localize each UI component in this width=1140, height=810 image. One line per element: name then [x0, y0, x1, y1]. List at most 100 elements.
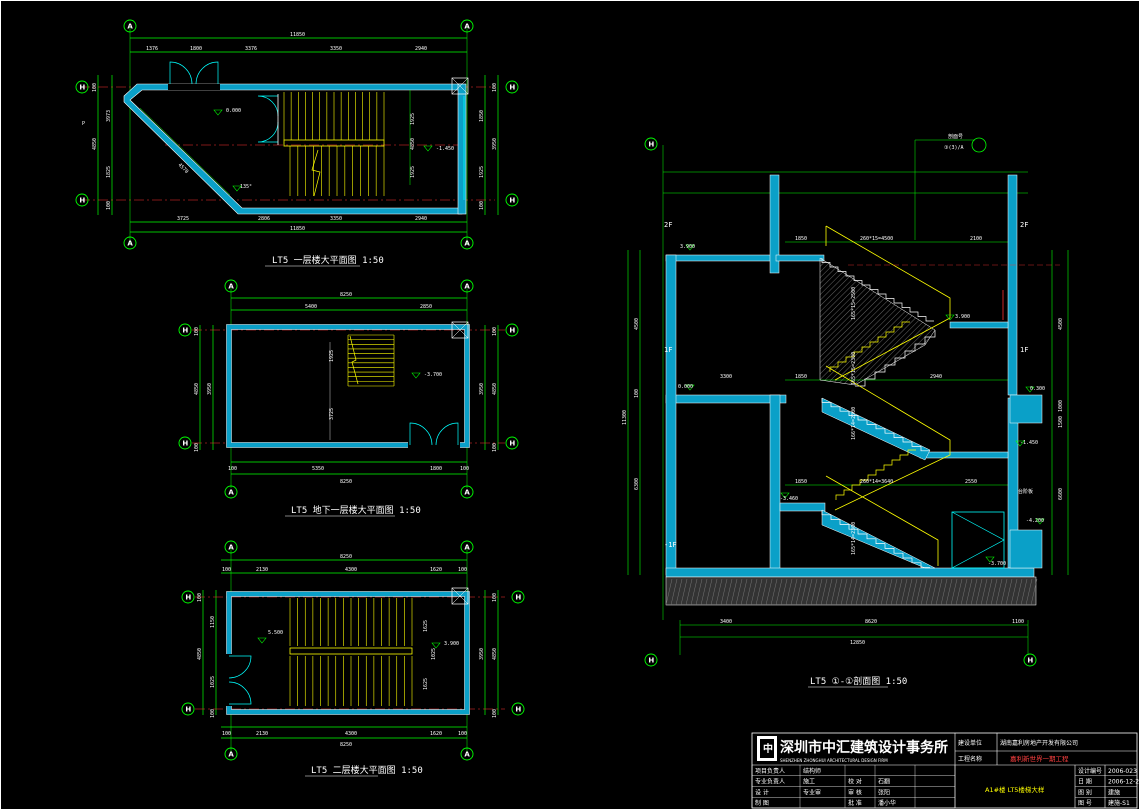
plan1-dim-right-3: 3950	[492, 138, 498, 150]
hatch-line	[925, 578, 933, 606]
tb-cell: 结构师	[803, 767, 821, 775]
plan1-dim-bottom-1: 3725	[177, 216, 189, 222]
axis-bubble	[460, 540, 474, 554]
plan-second-floor: 8250 100 2130 4300 1620 100 100 2130 430…	[195, 548, 505, 777]
hatch-line	[680, 578, 688, 606]
section-level-3: 0.300	[1030, 386, 1045, 392]
tb-cell: 批 准	[848, 799, 862, 807]
axis-bubble-label: A	[228, 283, 234, 291]
hatch-line	[730, 578, 738, 606]
section-level-2: 0.000	[678, 384, 693, 390]
plan3-dim-total-bottom: 8250	[340, 742, 352, 748]
axis-bubble	[460, 485, 474, 499]
hatch-line	[920, 578, 928, 606]
hatch-line	[795, 578, 803, 606]
hatch-line	[825, 578, 833, 606]
section-level-6: -4.200	[1026, 518, 1044, 524]
tb-cell: 校 对	[848, 778, 862, 786]
plan1-dim-bottom-3: 3350	[330, 216, 342, 222]
section-dim-left-1: 4500	[634, 318, 640, 330]
axis-bubble-label: A	[464, 283, 470, 291]
section-dim-left-2: 100	[634, 389, 640, 398]
axis-bubble-label: A	[464, 23, 470, 31]
tb-project-label: 工程名称	[958, 755, 982, 763]
hatch-line	[940, 578, 948, 606]
hatch-line	[870, 578, 878, 606]
section-flight	[821, 258, 934, 322]
section-dim-bottom-2: 8620	[865, 619, 877, 625]
axis-bubble-label: A	[228, 489, 234, 497]
hatch-line	[1020, 578, 1028, 606]
axis-bubble	[1023, 653, 1037, 667]
plan1-stair-dim-3: 1925	[410, 166, 416, 178]
axis-bubble	[224, 279, 238, 293]
hatch-line	[785, 578, 793, 606]
axis-bubble	[460, 19, 474, 33]
plan1-dims-left: 100 3973 4850 1825 100	[92, 83, 112, 210]
hatch-line	[935, 578, 943, 606]
section-levels: 3.900 3.900 0.000 0.300 -1.450 -3.460 -4…	[622, 133, 1064, 646]
plan1-level-1: -1.450	[436, 146, 454, 152]
plan3-level-0: 5.500	[268, 630, 283, 636]
tb-cell: 专业审	[803, 788, 821, 796]
plan3-dim-top-2: 2130	[256, 567, 268, 573]
plan2-stair-dim-1: 1925	[329, 350, 335, 362]
plan3-dim-total-top: 8250	[340, 554, 352, 560]
plan1-dim-left-4: 1825	[106, 166, 112, 178]
hatch-line	[735, 578, 743, 606]
plan1-dim-right-1: 100	[492, 83, 498, 92]
hatch-line	[930, 578, 938, 606]
plan3-title: LT5 二层楼大平面图 1:50	[311, 764, 423, 776]
axis-bubble-label: A	[127, 23, 133, 31]
hatch-line	[835, 578, 843, 606]
section-dim-low-3: 2550	[965, 479, 977, 485]
tb-project: 嘉利新世界一期工程	[1010, 754, 1069, 763]
plan3-dim-top-1: 100	[222, 567, 231, 573]
plan1-dim-bottom-4: 2940	[415, 216, 427, 222]
tb-meta-value: 2006-023	[1108, 768, 1137, 775]
plan1-angle: 135°	[240, 184, 252, 190]
plan2-dim-total-bottom: 8250	[340, 479, 352, 485]
hatch-line	[760, 578, 768, 606]
plan2-dim-bottom-1: 100	[228, 466, 237, 472]
plan1-dim-right-4: 1925	[479, 166, 485, 178]
section-flight	[821, 510, 930, 568]
hatch-line	[975, 578, 983, 606]
plan3-dim-left-2: 1150	[210, 616, 216, 628]
plan1-dims-bottom: 3725 2806 3350 2940 11850	[177, 216, 427, 232]
hatch-line	[1000, 578, 1008, 606]
logo-glyph: 中	[763, 742, 773, 755]
hatch-line	[685, 578, 693, 606]
axis-bubble	[123, 19, 137, 33]
section-flight	[835, 449, 916, 500]
section-floor-2: -1F	[664, 541, 677, 549]
axis-bubble	[511, 590, 525, 604]
plan1-stair	[283, 92, 385, 196]
plan1-dim-top-2: 1800	[190, 46, 202, 52]
axis-bubble-label: H	[648, 141, 654, 149]
tb-cell: 项目负责人	[755, 767, 785, 775]
hatch-line	[995, 578, 1003, 606]
plan-ground-floor: 11850 1376 1800 3376 3350 2940 3725 2806…	[80, 27, 499, 267]
plan3-dim-left-4: 1025	[210, 676, 216, 688]
plan1-note-left: P	[82, 121, 85, 127]
hatch-line	[725, 578, 733, 606]
section-floor-3: 1F	[1020, 346, 1028, 354]
hatch-line	[905, 578, 913, 606]
plan3-dim-bottom-5: 100	[458, 731, 467, 737]
axis-bubble-label: H	[1027, 657, 1033, 665]
hatch-line	[970, 578, 978, 606]
section-flight	[821, 398, 930, 452]
section-dim-bottom-total: 12850	[850, 640, 865, 646]
plan3-dim-top-4: 1620	[430, 567, 442, 573]
section-dim-left-3: 11300	[622, 410, 628, 425]
axis-bubble	[511, 702, 525, 716]
plan1-dim-top-1: 1376	[146, 46, 158, 52]
section-mark: 剖面号	[948, 133, 963, 140]
plan3-dim-left-3: 4850	[197, 648, 203, 660]
section-1-1: 3.900 3.900 0.000 0.300 -1.450 -3.460 -4…	[622, 133, 1069, 688]
plan2-stair-dim-2: 3725	[329, 408, 335, 420]
